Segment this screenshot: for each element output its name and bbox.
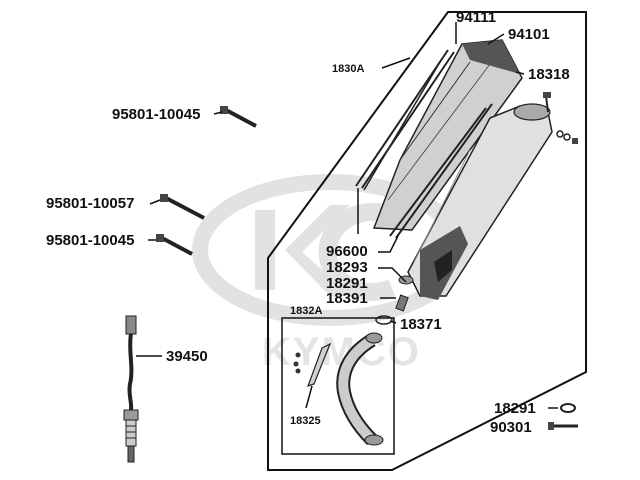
label-18291-a: 18291: [326, 275, 368, 292]
label-18391: 18391: [326, 290, 368, 307]
label-95801-10057: 95801-10057: [46, 195, 134, 212]
leader-lines: [136, 22, 558, 409]
exhaust-pipe-part: [336, 332, 384, 446]
label-39450: 39450: [166, 348, 208, 365]
label-95801-10045-mid: 95801-10045: [46, 232, 134, 249]
label-1832a: 1832A: [290, 305, 322, 317]
label-18293: 18293: [326, 259, 368, 276]
label-18325: 18325: [290, 415, 321, 427]
label-94111: 94111: [456, 9, 496, 26]
bolt-95801-10045-top: [220, 106, 257, 128]
label-1830a: 1830A: [332, 63, 364, 75]
heat-shield-part: [372, 39, 523, 231]
muffler-body-part: [407, 103, 553, 300]
label-90301: 90301: [490, 419, 532, 436]
assembly-boundary-1832a: [281, 317, 395, 455]
assembly-boundary-1830a: [267, 11, 587, 471]
label-18291-b: 18291: [494, 400, 536, 417]
oxygen-sensor-part: [123, 315, 139, 463]
bolt-95801-10057: [160, 194, 205, 220]
label-96600: 96600: [326, 243, 368, 260]
label-95801-10045-top: 95801-10045: [112, 106, 200, 123]
part-labels: 94111 94101 1830A 18318 95801-10045 9580…: [46, 9, 570, 436]
label-18371: 18371: [400, 316, 442, 333]
bolt-95801-10045-mid: [156, 234, 193, 256]
washer-18291-b: [560, 403, 576, 413]
label-18318: 18318: [528, 66, 570, 83]
label-94101: 94101: [508, 26, 550, 43]
mounting-hardware: [543, 92, 578, 144]
gasket-parts: [375, 275, 414, 325]
clamp-bands: [355, 49, 493, 239]
bolt-90301: [548, 422, 578, 430]
pipe-protector-part: [293, 342, 332, 387]
